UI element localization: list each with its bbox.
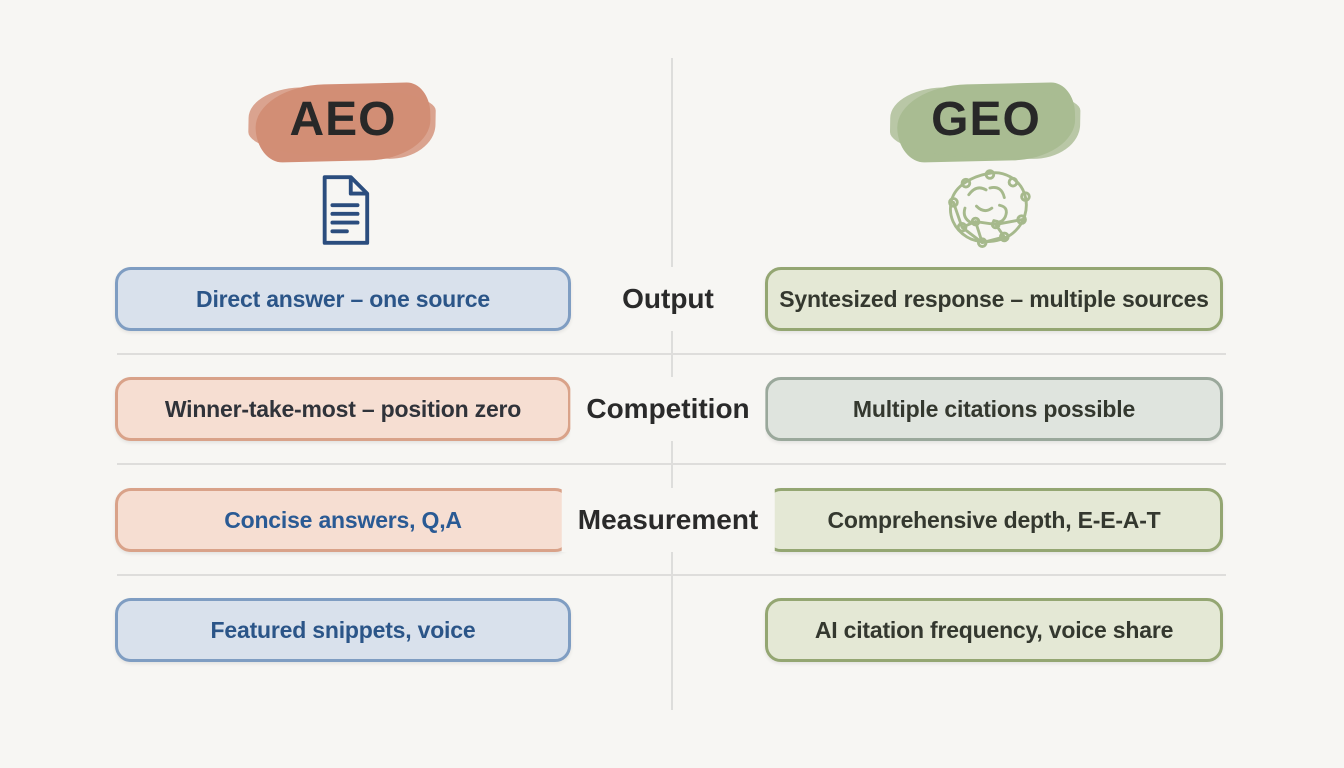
geo-column-title: GEO xyxy=(931,93,1041,146)
row-label-output: Output xyxy=(606,267,730,331)
geo-box-output: Syntesized response – multiple sources xyxy=(765,267,1223,331)
geo-box-signals: AI citation frequency, voice share xyxy=(765,598,1223,662)
row-label-competition: Competition xyxy=(570,377,766,441)
geo-box-output-text: Syntesized response – multiple sources xyxy=(779,285,1209,312)
aeo-box-output: Direct answer – one source xyxy=(115,267,571,331)
geo-box-competition: Multiple citations possible xyxy=(765,377,1223,441)
aeo-column-title: AEO xyxy=(289,93,397,146)
aeo-column-header: AEO xyxy=(255,84,430,161)
geo-box-measurement: Comprehensive depth, E-E-A-T xyxy=(765,488,1223,552)
aeo-box-signals: Featured snippets, voice xyxy=(115,598,571,662)
geo-box-competition-text: Multiple citations possible xyxy=(852,395,1136,422)
row-divider xyxy=(117,574,1226,576)
aeo-box-competition-text: Winner-take-most – position zero xyxy=(164,395,522,422)
geo-box-measurement-text: Comprehensive depth, E-E-A-T xyxy=(827,506,1161,533)
aeo-box-measurement-text: Concise answers, Q,A xyxy=(224,506,462,533)
aeo-box-competition: Winner-take-most – position zero xyxy=(115,377,571,441)
aeo-box-output-text: Direct answer – one source xyxy=(196,285,490,312)
row-divider xyxy=(117,463,1226,465)
row-label-measurement: Measurement xyxy=(561,488,775,552)
document-icon xyxy=(315,172,373,253)
geo-box-signals-text: AI citation frequency, voice share xyxy=(814,616,1174,643)
aeo-box-measurement: Concise answers, Q,A xyxy=(115,488,571,552)
aeo-box-signals-text: Featured snippets, voice xyxy=(210,616,476,643)
row-divider xyxy=(117,353,1226,355)
geo-highlight: GEO xyxy=(897,84,1075,161)
aeo-highlight: AEO xyxy=(255,84,430,161)
geo-column-header: GEO xyxy=(897,84,1075,161)
brain-network-icon xyxy=(940,166,1036,261)
